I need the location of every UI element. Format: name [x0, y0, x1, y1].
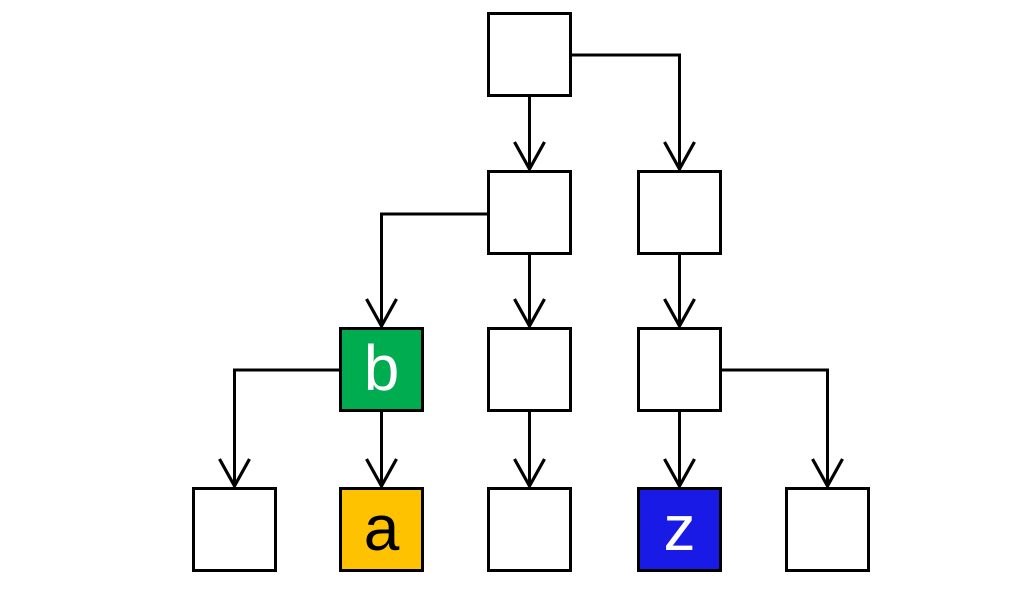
node-a: a: [339, 487, 424, 572]
arrowhead-icon: [365, 458, 398, 490]
node-root: [487, 12, 572, 97]
arrowhead-icon: [218, 458, 251, 490]
node-level2-left: [487, 170, 572, 255]
arrowhead-icon: [365, 298, 398, 330]
edge-level3-right-to-leaf-5: [722, 368, 829, 486]
arrowhead-icon: [513, 298, 546, 330]
node-level3-mid: [487, 327, 572, 412]
node-z: z: [637, 487, 722, 572]
edge-root-to-level2-right: [572, 53, 681, 169]
arrowhead-icon: [513, 141, 546, 173]
arrowhead-icon: [811, 458, 844, 490]
edge-level2-left-to-b: [380, 212, 487, 326]
node-level3-right: [637, 327, 722, 412]
node-label: a: [363, 491, 400, 564]
arrowhead-icon: [513, 458, 546, 490]
arrowhead-icon: [663, 458, 696, 490]
node-b: b: [339, 327, 424, 412]
node-leaf-3: [487, 487, 572, 572]
node-leaf-5: [785, 487, 870, 572]
node-level2-right: [637, 170, 722, 255]
arrowhead-icon: [663, 141, 696, 173]
node-leaf-1: [192, 487, 277, 572]
node-label: z: [663, 491, 696, 564]
edge-b-to-leaf-1: [233, 368, 339, 486]
node-label: b: [363, 331, 400, 404]
arrowhead-icon: [663, 298, 696, 330]
